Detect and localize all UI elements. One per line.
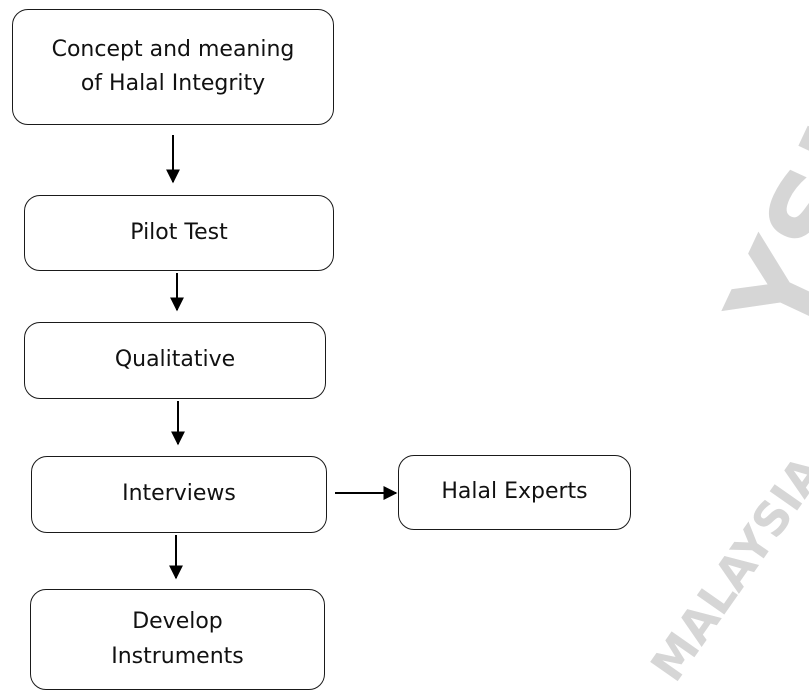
node-halal-experts: Halal Experts [398, 455, 631, 530]
node-qualitative: Qualitative [24, 322, 326, 399]
node-develop-instruments: Develop Instruments [30, 589, 325, 690]
node-concept-halal-integrity: Concept and meaning of Halal Integrity [12, 9, 334, 125]
node-interviews: Interviews [31, 456, 327, 533]
node-pilot-test: Pilot Test [24, 195, 334, 271]
